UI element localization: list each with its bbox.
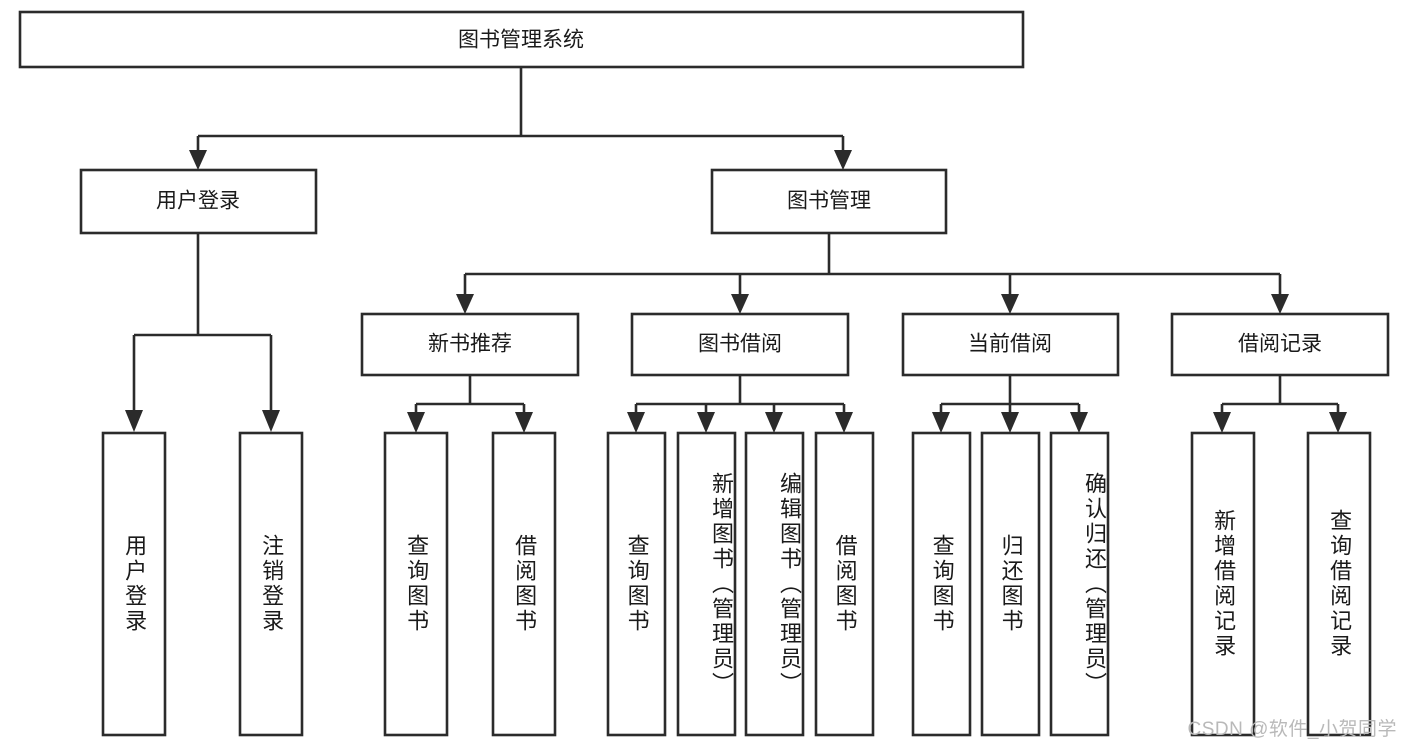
- arrow-head-icon: [1213, 412, 1231, 433]
- watermark: CSDN @软件_小贺同学: [1187, 719, 1397, 740]
- node-user-login-label: 用户登录: [156, 190, 240, 213]
- leaf-box-new-book-0[interactable]: [383, 431, 449, 737]
- connector-userlogin-to-leaves: [125, 233, 280, 432]
- arrow-head-icon: [407, 412, 425, 433]
- connector-newbook-to-leaves: [407, 375, 533, 433]
- arrow-head-icon: [262, 410, 280, 432]
- connector-bookmgmt-to-level3: [456, 233, 1289, 314]
- leaf-box-borrow-record-1[interactable]: [1306, 431, 1372, 737]
- arrow-head-icon: [731, 294, 749, 314]
- leaf-box-book-borrow-0[interactable]: [606, 431, 667, 737]
- arrow-head-icon: [932, 412, 950, 433]
- node-current-borrow-label: 当前借阅: [968, 333, 1052, 356]
- leaf-box-user-login-0[interactable]: [101, 431, 167, 737]
- leaf-box-book-borrow-3[interactable]: [814, 431, 875, 737]
- connector-borrowrecord-to-leaves: [1213, 375, 1347, 433]
- arrow-head-icon: [1001, 294, 1019, 314]
- node-user-login[interactable]: 用户登录: [79, 168, 318, 235]
- node-new-book-recommend-label: 新书推荐: [428, 333, 512, 356]
- arrow-head-icon: [1271, 294, 1289, 314]
- node-book-management-label: 图书管理: [787, 190, 871, 213]
- leaf-box-book-borrow-2[interactable]: [744, 431, 805, 737]
- node-current-borrow[interactable]: 当前借阅: [901, 312, 1120, 377]
- node-root[interactable]: 图书管理系统: [18, 10, 1025, 69]
- arrow-head-icon: [835, 412, 853, 433]
- leaf-box-current-borrow-0[interactable]: [911, 431, 972, 737]
- node-book-borrow[interactable]: 图书借阅: [630, 312, 850, 377]
- arrow-head-icon: [1070, 412, 1088, 433]
- arrow-head-icon: [1329, 412, 1347, 433]
- node-root-label: 图书管理系统: [458, 29, 584, 52]
- leaf-box-user-login-1[interactable]: [238, 431, 304, 737]
- node-book-management[interactable]: 图书管理: [710, 168, 948, 235]
- arrow-head-icon: [125, 410, 143, 432]
- arrow-head-icon: [697, 412, 715, 433]
- connector-currentborrow-to-leaves: [932, 375, 1088, 433]
- node-book-borrow-label: 图书借阅: [698, 333, 782, 356]
- arrow-head-icon: [765, 412, 783, 433]
- connector-bookborrow-to-leaves: [627, 375, 853, 433]
- leaf-box-current-borrow-2[interactable]: [1049, 431, 1110, 737]
- leaf-box-current-borrow-1[interactable]: [980, 431, 1041, 737]
- node-borrow-record[interactable]: 借阅记录: [1170, 312, 1390, 377]
- node-borrow-record-label: 借阅记录: [1238, 333, 1322, 356]
- leaf-box-borrow-record-0[interactable]: [1190, 431, 1256, 737]
- arrow-head-icon: [189, 150, 207, 170]
- connector-root-to-level2: [189, 67, 852, 170]
- node-new-book-recommend[interactable]: 新书推荐: [360, 312, 580, 377]
- arrow-head-icon: [627, 412, 645, 433]
- arrow-head-icon: [1001, 412, 1019, 433]
- leaf-box-new-book-1[interactable]: [491, 431, 557, 737]
- arrow-head-icon: [834, 150, 852, 170]
- arrow-head-icon: [456, 294, 474, 314]
- arrow-head-icon: [515, 412, 533, 433]
- leaf-box-book-borrow-1[interactable]: [676, 431, 737, 737]
